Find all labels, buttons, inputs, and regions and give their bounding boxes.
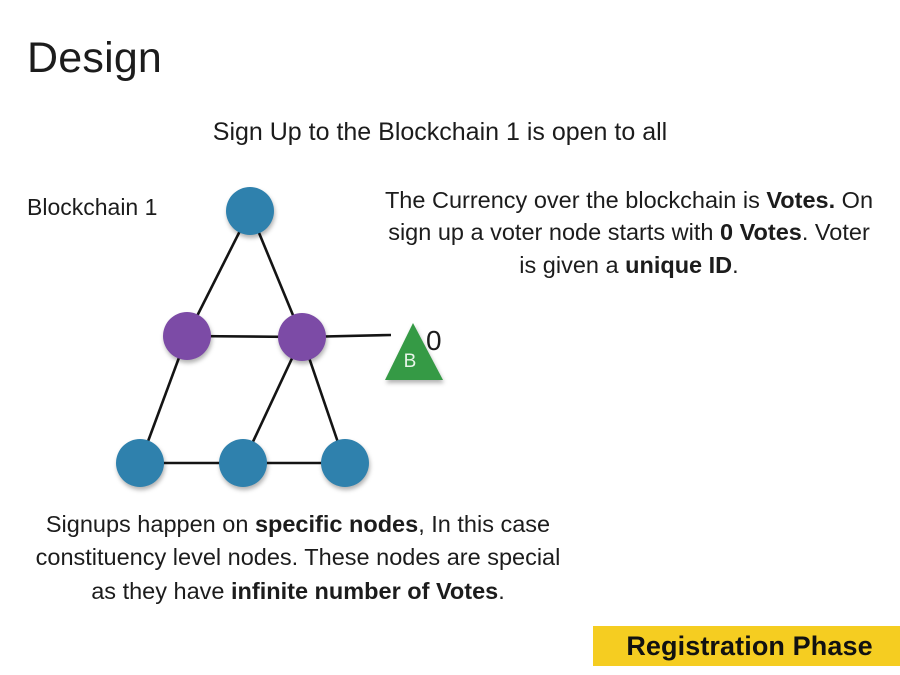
graph-node-bottom-right[interactable] [321,439,369,487]
voter-triangle-label: B [404,351,417,372]
phase-badge: Registration Phase [593,626,900,666]
graph-node-mid-left[interactable] [163,312,211,360]
signup-description-paragraph: Signups happen on specific nodes, In thi… [22,508,574,608]
voter-node-group[interactable]: B0 [385,323,443,380]
voter-vote-count: 0 [426,325,442,356]
phase-badge-label: Registration Phase [626,630,873,661]
body-text: , In this case constituency level nodes.… [35,511,561,604]
graph-node-bottom-left[interactable] [116,439,164,487]
node-layer [116,187,369,487]
body-text: Signups happen on [45,511,255,537]
blockchain-label: Blockchain 1 [27,194,158,220]
currency-description-paragraph: The Currency over the blockchain is Vote… [378,184,880,281]
emphasis-text: specific nodes [254,511,419,537]
slide-subtitle: Sign Up to the Blockchain 1 is open to a… [212,118,668,146]
emphasis-text: infinite number of Votes [231,577,499,604]
emphasis-text: 0 Votes [720,219,802,246]
voter-triangle[interactable] [385,323,443,380]
graph-node-bottom-mid[interactable] [219,439,267,487]
body-text: On sign up a voter node starts with [388,187,874,246]
body-text: . [498,577,505,604]
body-text: . [732,251,739,278]
graph-node-top[interactable] [226,187,274,235]
graph-node-mid-right[interactable] [278,313,326,361]
emphasis-text: Votes. [766,187,836,213]
diagram-svg: B0 [116,187,443,487]
body-text: The Currency over the blockchain is [384,187,767,213]
body-text: . Voter is given a [519,219,870,278]
page-title: Design [27,34,163,82]
emphasis-text: unique ID [625,251,733,278]
